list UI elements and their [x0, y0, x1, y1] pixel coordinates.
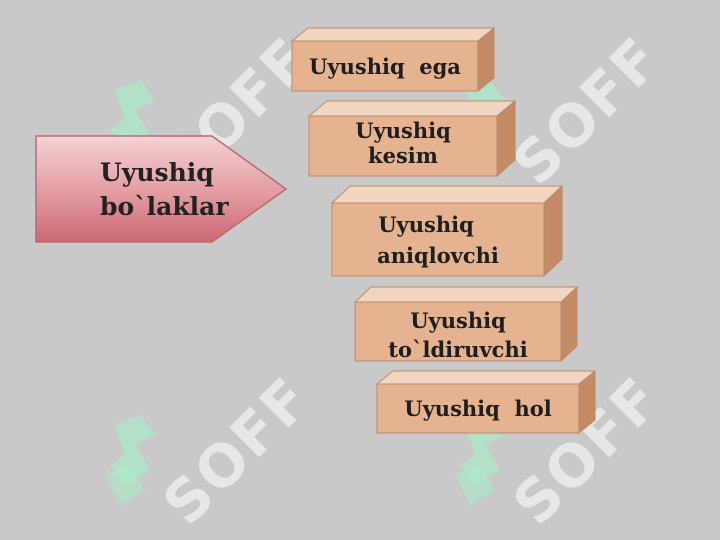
- main-arrow: Uyushiq bo`laklar: [34, 134, 290, 246]
- box-label: Uyushiq to`ldiruvchi: [355, 302, 561, 361]
- main-label-line1: Uyushiq: [100, 158, 214, 187]
- arrow-shape: [35, 135, 288, 243]
- box-label-line1: Uyushiq: [410, 308, 506, 333]
- box-label-line1: Uyushiq: [355, 118, 451, 143]
- box-ega: Uyushiq ega: [290, 26, 498, 93]
- box-label-line2: kesim: [368, 143, 438, 168]
- box-shape: [375, 369, 597, 435]
- box-label: Uyushiq ega: [292, 41, 478, 91]
- box-shape: [307, 99, 517, 178]
- box-aniqlovchi: Uyushiq aniqlovchi: [330, 184, 566, 279]
- box-label: Uyushiq kesim: [309, 116, 497, 176]
- box-label-line1: Uyushiq: [378, 211, 474, 237]
- box-label: Uyushiq aniqlovchi: [332, 203, 544, 276]
- watermark-logo-icon: [105, 415, 155, 505]
- box-shape: [330, 184, 564, 278]
- box-label-line2: to`ldiruvchi: [388, 337, 528, 361]
- main-label-line2: bo`laklar: [100, 192, 229, 221]
- box-label-text: Uyushiq hol: [404, 396, 552, 421]
- box-shape: [353, 285, 579, 363]
- box-label-text: Uyushiq ega: [309, 53, 461, 79]
- box-toldiruvchi: Uyushiq to`ldiruvchi: [353, 285, 581, 364]
- watermark-text: SOFF: [150, 363, 325, 539]
- main-arrow-label: Uyushiq bo`laklar: [100, 156, 240, 224]
- watermark-text: SOFF: [500, 23, 675, 199]
- box-kesim: Uyushiq kesim: [307, 99, 519, 178]
- box-label: Uyushiq hol: [377, 384, 579, 433]
- box-label-line2: aniqlovchi: [377, 242, 499, 268]
- box-hol: Uyushiq hol: [375, 369, 599, 436]
- box-shape: [290, 26, 496, 93]
